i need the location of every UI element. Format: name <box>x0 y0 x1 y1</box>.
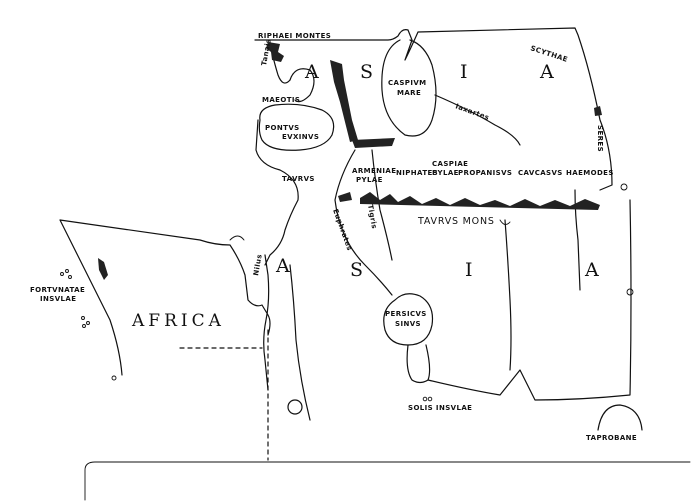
fortunatae-dot <box>65 269 69 273</box>
label-euxinus: EVXINVS <box>282 133 319 141</box>
euphrates-river <box>334 149 393 296</box>
label-insulae: INSVLAE <box>40 295 76 303</box>
label-tanais: Tanais <box>260 38 273 66</box>
caucasus-chain <box>352 138 395 148</box>
nile-river <box>263 254 270 391</box>
iaxartes-river <box>434 94 521 146</box>
label-africa: AFRICA <box>131 311 225 331</box>
label-pylae-1: PYLAE <box>356 176 383 184</box>
islet-1 <box>620 183 628 191</box>
label-nilus: Nilus <box>252 253 264 276</box>
taprobane-outline <box>597 404 643 431</box>
armeniae-mountains <box>338 192 352 202</box>
nile-source-dashed <box>179 329 269 461</box>
label-pontus: PONTVS <box>265 124 300 132</box>
fortunatae-dot <box>81 316 85 320</box>
riphaei-mountains <box>266 42 284 62</box>
label-caspium: CASPIVM <box>388 79 427 87</box>
label-asia2-i: I <box>465 259 474 281</box>
label-niphates: NIPHATES <box>396 169 438 177</box>
label-taurus-west: TAVRVS <box>282 175 315 183</box>
lower-frame <box>84 461 691 501</box>
fortunatae-dot <box>60 272 64 276</box>
asia-top-border <box>254 27 613 191</box>
label-pylae-2: PYLAE <box>432 169 459 177</box>
label-solis-insulae: SOLIS INSVLAE <box>408 404 472 412</box>
label-maeotis: MAEOTIS <box>262 96 300 104</box>
islet-2 <box>626 288 634 296</box>
label-asia2-a2: A <box>584 259 600 281</box>
label-euphrates: Euphrates <box>331 208 353 252</box>
label-sinus: SINVS <box>395 320 421 328</box>
india-coast <box>427 199 632 401</box>
tigris-river <box>371 149 393 261</box>
ganges-river <box>574 189 581 291</box>
solis-islet-1 <box>422 396 428 402</box>
label-propanisus: PROPANISVS <box>458 169 512 177</box>
fortunatae-dot <box>82 324 86 328</box>
label-asia-a1: A <box>304 61 320 83</box>
label-haemodes: HAEMODES <box>566 169 614 177</box>
persian-gulf-mouth <box>406 344 431 384</box>
label-iaxartes: Iaxartes <box>454 102 490 122</box>
label-taprobane: TAPROBANE <box>586 434 637 442</box>
caspian-sea-outline <box>381 39 437 137</box>
label-mare: MARE <box>397 89 421 97</box>
river-fork <box>499 219 511 225</box>
solis-islet-2 <box>427 396 433 402</box>
africa-outline <box>59 219 271 376</box>
label-asia-s: S <box>360 61 374 83</box>
label-caucasus: CAVCASVS <box>518 169 563 177</box>
asia-minor-coast <box>255 119 299 266</box>
persian-gulf-outline <box>383 293 434 346</box>
africa-mountain <box>98 258 108 280</box>
label-fortunatae: FORTVNATAE <box>30 286 85 294</box>
label-seres: SERES <box>596 125 604 152</box>
label-riphaei-montes: RIPHAEI MONTES <box>258 32 331 40</box>
indus-river <box>504 219 512 371</box>
pontus-euxinus-outline <box>258 103 335 151</box>
arabian-coast <box>289 264 311 421</box>
label-asia-i: I <box>460 61 469 83</box>
label-asia2-a1: A <box>275 255 291 277</box>
maeotis-outline <box>289 68 315 103</box>
label-persicus: PERSICVS <box>385 310 427 318</box>
islet-3 <box>111 375 117 381</box>
western-mountain-chain <box>330 60 358 142</box>
small-island <box>287 399 303 415</box>
africa-inlet <box>229 235 245 241</box>
label-asia-a2: A <box>539 61 555 83</box>
label-taurus-mons: TAVRVS MONS <box>417 216 495 227</box>
label-asia2-s: S <box>350 259 364 281</box>
fortunatae-dot <box>68 275 72 279</box>
taurus-mons-range <box>360 192 600 210</box>
fortunatae-dot <box>86 321 90 325</box>
label-caspiae: CASPIAE <box>432 160 468 168</box>
label-armeniae: ARMENIAE <box>352 167 396 175</box>
seres-mountain <box>594 106 602 116</box>
label-tigris: Tigris <box>366 204 378 230</box>
